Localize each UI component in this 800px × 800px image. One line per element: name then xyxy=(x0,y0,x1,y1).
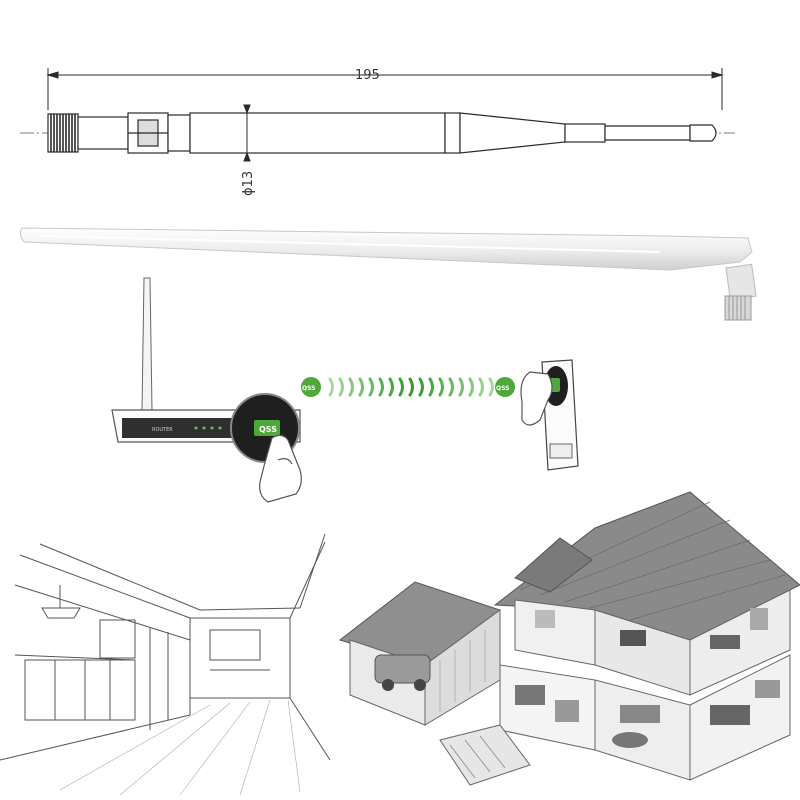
garage xyxy=(338,581,502,726)
qss-button xyxy=(254,420,280,436)
house-roof xyxy=(493,491,800,641)
wps-connection-illustration: ROUTER QSS QSS xyxy=(111,277,579,503)
antenna-body xyxy=(19,227,753,271)
antenna-technical-drawing: 195 xyxy=(20,68,735,196)
length-label: 195 xyxy=(355,68,380,83)
lower-floor xyxy=(499,654,791,781)
house-cutaway-illustration xyxy=(338,491,800,786)
pointing-hand-icon xyxy=(259,434,302,503)
interior-room-sketch xyxy=(0,533,331,796)
signal-end-badge: QSS xyxy=(495,377,515,397)
diameter-label: ϕ13 xyxy=(241,171,256,196)
antenna-outline xyxy=(47,112,717,154)
signal-end-label: QSS xyxy=(496,385,509,392)
length-dimension xyxy=(46,68,724,110)
holding-hand-icon xyxy=(520,371,553,426)
signal-waves xyxy=(328,377,494,397)
porch xyxy=(439,724,531,786)
signal-start-badge: QSS xyxy=(301,377,321,397)
signal-start-label: QSS xyxy=(302,385,315,392)
upper-floor xyxy=(514,589,791,696)
qss-button-label: QSS xyxy=(259,425,277,434)
svg-text:ROUTER: ROUTER xyxy=(152,427,173,433)
antenna-photo xyxy=(19,227,757,321)
antenna-connector xyxy=(724,263,757,321)
diameter-dimension xyxy=(243,104,251,162)
